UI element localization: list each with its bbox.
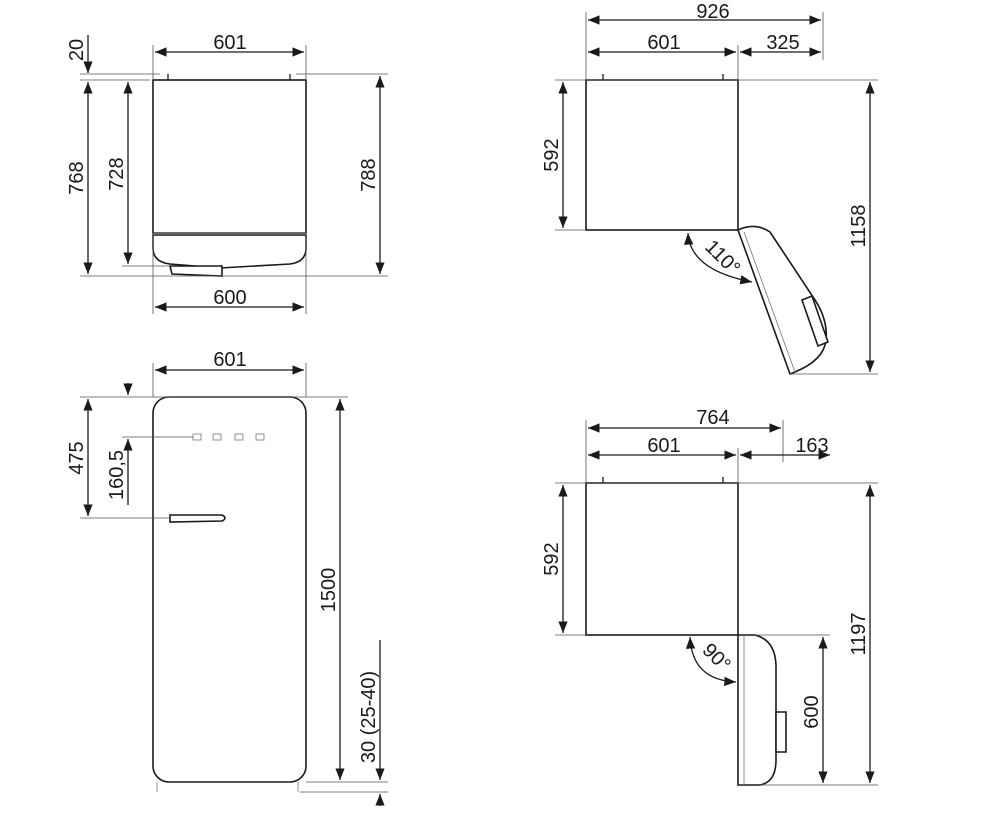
dim-325: 325	[766, 32, 799, 54]
dim-1158: 1158	[848, 204, 870, 247]
dim-592-90: 592	[541, 542, 563, 575]
dim-30-feet: 30 (25-40)	[358, 671, 380, 763]
door-handle	[169, 514, 226, 523]
handle-110	[800, 294, 830, 348]
door-open-90	[737, 634, 777, 786]
dim-163: 163	[795, 435, 828, 457]
dim-728: 728	[106, 157, 128, 190]
top-view-door-90: 90° 764 601 163 592 600 1197	[541, 407, 878, 786]
dim-601-110: 601	[647, 32, 680, 54]
dim-926: 926	[696, 1, 729, 23]
dim-1500: 1500	[318, 568, 340, 613]
angle-110: 110°	[700, 236, 744, 280]
dim-160-5: 160,5	[106, 450, 128, 500]
dim-475: 475	[66, 441, 88, 474]
dim-601-top: 601	[213, 32, 246, 54]
dim-601-90: 601	[647, 435, 680, 457]
fridge-body-90	[585, 482, 739, 636]
dim-600: 600	[213, 287, 246, 309]
dim-20: 20	[66, 39, 88, 61]
fridge-body-110	[585, 79, 739, 231]
door-top	[152, 234, 307, 269]
dim-788: 788	[358, 158, 380, 191]
dim-600-door: 600	[801, 695, 823, 728]
top-view-door-110: 110° 926 601 325 592 1158	[541, 1, 878, 376]
fridge-front	[152, 396, 307, 783]
dim-764: 764	[696, 407, 729, 429]
handle-90	[775, 711, 787, 753]
dim-768: 768	[66, 161, 88, 194]
dim-601-front: 601	[213, 349, 246, 371]
handle-top	[168, 265, 223, 277]
dim-1197: 1197	[848, 612, 870, 655]
top-view-closed: 601 600 20 768 728 788	[66, 32, 388, 314]
fridge-body-top	[152, 79, 307, 234]
front-view: 601 475 160,5 1500 30 (25-40)	[66, 349, 388, 806]
dim-592-110: 592	[541, 138, 563, 171]
door-open-110	[736, 225, 828, 376]
